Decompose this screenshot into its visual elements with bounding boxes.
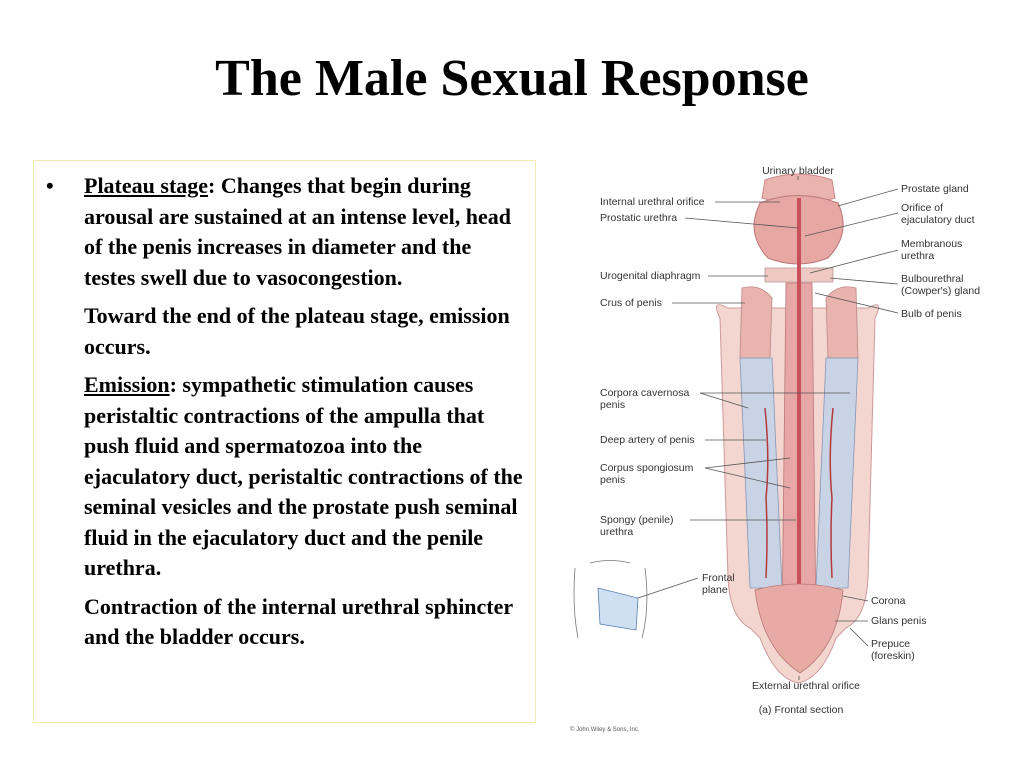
label-membranous-urethra-1: Membranous — [901, 238, 962, 250]
label-corpora-cavernosa-2: penis — [600, 399, 625, 411]
label-frontal-plane-2: plane — [702, 584, 728, 596]
label-deep-artery: Deep artery of penis — [600, 434, 695, 446]
anatomy-figure: Urinary bladder Internal urethral orific… — [560, 158, 1020, 738]
label-corona: Corona — [871, 595, 906, 607]
label-spongy-urethra-1: Spongy (penile) — [600, 514, 674, 526]
bullet-item: • Plateau stage: Changes that begin duri… — [46, 171, 527, 653]
emission-intro-paragraph: Toward the end of the plateau stage, emi… — [84, 303, 510, 359]
frontal-plane-inset — [573, 560, 699, 639]
contraction-paragraph: Contraction of the internal urethral sph… — [84, 593, 513, 650]
label-internal-urethral-orifice: Internal urethral orifice — [600, 196, 705, 208]
label-external-urethral-orifice: External urethral orifice — [752, 680, 860, 692]
slide-title: The Male Sexual Response — [215, 50, 809, 107]
crus-of-penis-left — [739, 286, 773, 359]
label-bulb-of-penis: Bulb of penis — [901, 308, 962, 320]
label-bulbourethral-1: Bulbourethral — [901, 273, 963, 285]
label-crus-of-penis: Crus of penis — [600, 297, 662, 309]
plateau-text: Changes that begin during arousal are su… — [84, 173, 511, 290]
plateau-separator: : — [208, 173, 221, 198]
label-orifice-ejaculatory-duct-2: ejaculatory duct — [901, 214, 975, 226]
label-prostatic-urethra: Prostatic urethra — [600, 212, 677, 224]
label-frontal-plane-1: Frontal — [702, 572, 735, 584]
leader-lines — [672, 176, 899, 680]
label-corpora-cavernosa-1: Corpora cavernosa — [600, 387, 689, 399]
label-orifice-ejaculatory-duct-1: Orifice of — [901, 202, 943, 214]
label-glans-penis: Glans penis — [871, 615, 926, 627]
label-prostate-gland: Prostate gland — [901, 183, 969, 195]
deep-artery-right — [829, 407, 834, 579]
figure-copyright: © John Wiley & Sons, Inc. — [570, 726, 640, 733]
crus-of-penis-right — [825, 286, 859, 359]
frontal-section-illustration: Urinary bladder Internal urethral orific… — [570, 165, 980, 733]
label-bulbourethral-2: (Cowper's) gland — [901, 285, 980, 297]
label-spongy-urethra-2: urethra — [600, 526, 633, 538]
label-prepuce-1: Prepuce — [871, 638, 910, 650]
emission-separator: : — [169, 372, 183, 397]
label-urinary-bladder: Urinary bladder — [762, 165, 834, 177]
label-corpus-spongiosum-1: Corpus spongiosum — [600, 462, 694, 474]
label-urogenital-diaphragm: Urogenital diaphragm — [600, 270, 701, 282]
deep-artery-left — [764, 407, 769, 579]
figure-caption: (a) Frontal section — [759, 704, 844, 716]
emission-term: Emission — [84, 372, 170, 397]
glans-penis-shape — [754, 583, 844, 674]
emission-paragraph: Emission: sympathetic stimulation causes… — [84, 370, 527, 584]
plateau-paragraph: Plateau stage: Changes that begin during… — [84, 171, 527, 293]
plateau-term: Plateau stage — [84, 173, 209, 198]
label-corpus-spongiosum-2: penis — [600, 474, 625, 486]
label-membranous-urethra-2: urethra — [901, 250, 934, 262]
content-text-box: • Plateau stage: Changes that begin duri… — [33, 160, 536, 723]
label-prepuce-2: (foreskin) — [871, 650, 915, 662]
bullet-marker: • — [46, 173, 54, 198]
emission-text: sympathetic stimulation causes peristalt… — [84, 372, 523, 580]
